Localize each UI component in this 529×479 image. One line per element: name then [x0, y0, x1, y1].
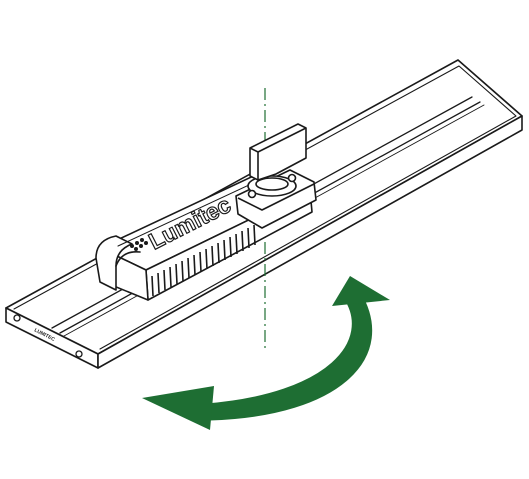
fin-18	[253, 224, 256, 246]
fin-12	[217, 242, 220, 264]
fin-05	[175, 263, 178, 285]
fin-15	[235, 233, 238, 255]
mount-bolt-left	[247, 189, 257, 199]
rotation-arrowhead-top	[332, 276, 390, 306]
end-screw-hole-left	[13, 314, 21, 322]
fin-09	[199, 251, 202, 273]
fin-07	[187, 257, 190, 279]
fin-10	[205, 248, 208, 270]
fin-14	[229, 236, 232, 258]
mount-bolt-right	[287, 173, 297, 183]
fin-06	[181, 260, 184, 282]
rail-end-details	[13, 314, 83, 358]
swivel-mount	[235, 123, 317, 229]
housing-top-ridge	[117, 177, 265, 247]
fin-03	[163, 269, 166, 291]
mount-upright-top	[257, 127, 307, 153]
fin-04	[169, 266, 172, 288]
fin-02	[157, 272, 160, 294]
mount-base-top-edge	[237, 183, 315, 211]
mount-upright-tab	[249, 123, 307, 181]
heat-sink-fins	[151, 224, 256, 297]
lumitec-logo-icon	[130, 238, 148, 251]
swivel-ring-inner	[255, 177, 289, 191]
fin-17	[247, 227, 250, 249]
rail-side-face	[97, 115, 523, 369]
fin-13	[223, 239, 226, 261]
rotation-arrow-icon	[142, 276, 390, 430]
rotation-arrow-body	[205, 291, 372, 421]
fin-01	[151, 275, 154, 297]
end-screw-hole-right	[75, 350, 83, 358]
fin-16	[241, 230, 244, 252]
housing-end-cap-curve	[115, 250, 141, 267]
fin-08	[193, 254, 196, 276]
fin-11	[211, 245, 214, 267]
rotation-arrowhead-left	[142, 386, 214, 430]
